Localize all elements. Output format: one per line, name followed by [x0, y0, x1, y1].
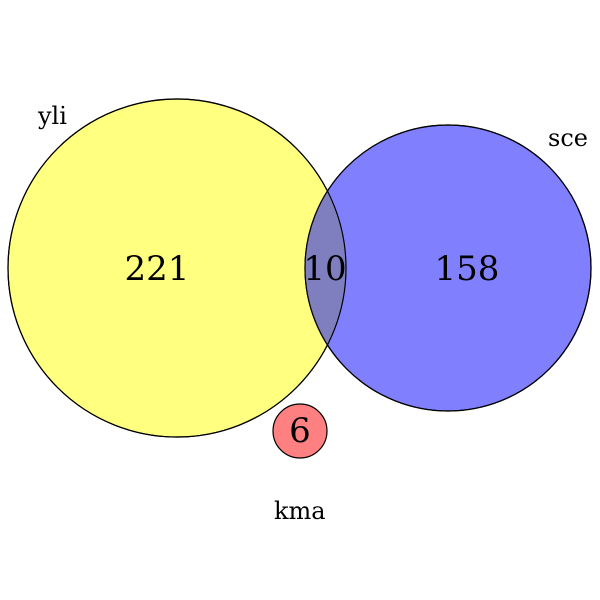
count-yli-only: 221: [125, 249, 190, 289]
count-yli-sce: 10: [303, 249, 346, 289]
set-label-yli: yli: [37, 102, 67, 130]
set-label-kma: kma: [274, 497, 326, 525]
circle-sce-outline: [304, 124, 592, 412]
circle-kma: [272, 403, 328, 459]
count-sce-only: 158: [435, 249, 500, 289]
count-kma-only: 6: [289, 411, 311, 451]
set-label-sce: sce: [548, 124, 588, 152]
circle-yli-outline: [7, 98, 347, 438]
